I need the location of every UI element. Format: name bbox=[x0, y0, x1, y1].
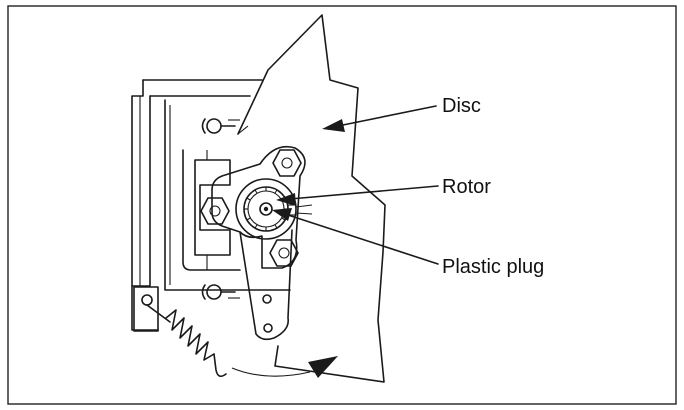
figure-frame bbox=[7, 5, 677, 405]
leader-plastic-plug bbox=[272, 208, 439, 265]
rotation-arrow bbox=[231, 356, 338, 378]
lever-arm bbox=[239, 229, 293, 341]
label-disc: Disc bbox=[442, 95, 481, 117]
tension-spring bbox=[133, 286, 227, 378]
upper-pin bbox=[201, 118, 240, 134]
leader-rotor bbox=[276, 185, 439, 206]
rotor bbox=[235, 178, 313, 240]
caliper-body bbox=[164, 99, 291, 291]
label-rotor: Rotor bbox=[442, 176, 491, 198]
bolt-top bbox=[272, 149, 302, 177]
bolt-bottom bbox=[269, 239, 299, 267]
label-plastic-plug: Plastic plug bbox=[442, 256, 544, 278]
lower-pin bbox=[201, 284, 240, 300]
mounting-bracket bbox=[131, 79, 263, 331]
leader-disc bbox=[322, 105, 437, 132]
disc bbox=[237, 14, 386, 383]
plastic-plug bbox=[259, 202, 273, 216]
rotor-housing bbox=[200, 145, 306, 269]
bolt-left bbox=[200, 197, 230, 225]
